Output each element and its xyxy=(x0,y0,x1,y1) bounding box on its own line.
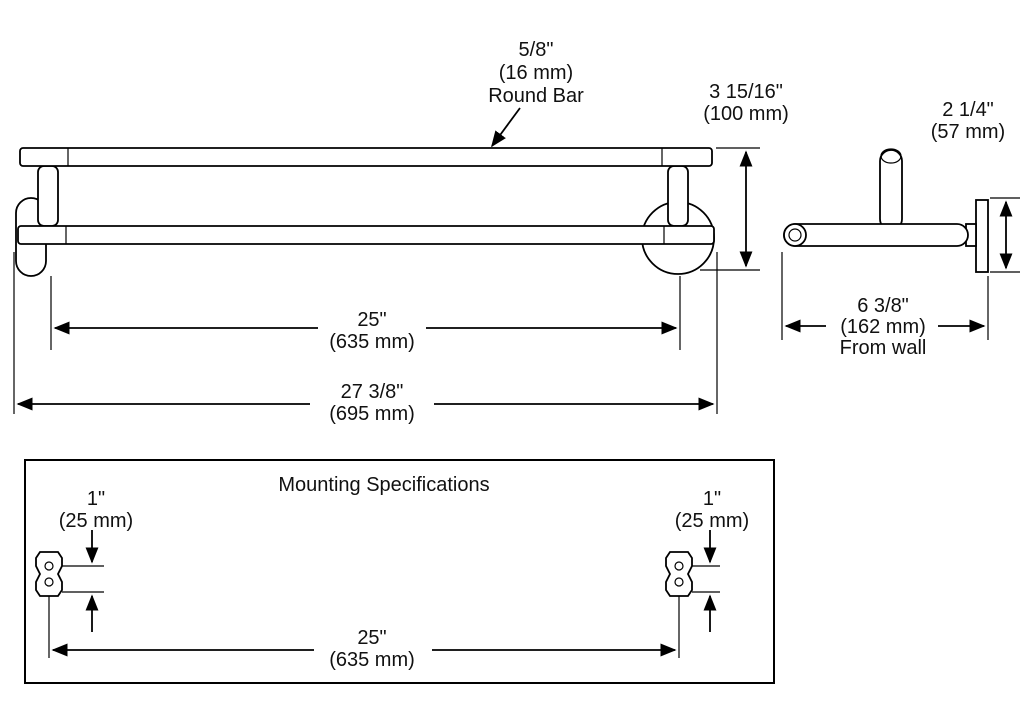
left-mounting-bracket xyxy=(35,530,104,658)
left-spacing-in: 1" xyxy=(87,488,105,510)
height-mm: (100 mm) xyxy=(703,103,789,125)
mounting-center-mm: (635 mm) xyxy=(329,649,415,671)
projection-dimension xyxy=(781,252,989,360)
center-mm: (635 mm) xyxy=(329,331,415,353)
left-spacing-mm: (25 mm) xyxy=(59,510,133,532)
front-view xyxy=(15,107,715,277)
side-view xyxy=(783,148,989,273)
right-spacing-in: 1" xyxy=(703,488,721,510)
center-in: 25" xyxy=(357,309,386,331)
mounting-title: Mounting Specifications xyxy=(278,474,489,496)
depth-dimension xyxy=(990,197,1020,273)
overall-in: 27 3/8" xyxy=(341,381,404,403)
projection-text: From wall xyxy=(840,337,927,359)
wall-plate xyxy=(975,199,989,273)
mounting-center-dimension xyxy=(51,628,677,672)
depth-mm: (57 mm) xyxy=(931,121,1005,143)
overall-dimension xyxy=(13,252,718,426)
depth-frac: 2 1/4" xyxy=(942,99,994,121)
right-mounting-bracket xyxy=(665,530,720,658)
height-dimension xyxy=(700,147,760,271)
left-arm xyxy=(37,165,59,227)
right-arm xyxy=(667,165,689,227)
center-dimension xyxy=(50,276,681,352)
height-frac: 3 15/16" xyxy=(709,81,783,103)
right-spacing-mm: (25 mm) xyxy=(675,510,749,532)
bottom-bar xyxy=(17,225,715,245)
round-bar-frac: 5/8" xyxy=(519,39,554,61)
round-bar-mm: (16 mm) xyxy=(499,62,573,84)
projection-mm: (162 mm) xyxy=(840,316,926,338)
round-bar-text: Round Bar xyxy=(488,85,584,107)
top-bar xyxy=(19,147,713,167)
mounting-center-in: 25" xyxy=(357,627,386,649)
projection-in: 6 3/8" xyxy=(857,295,909,317)
side-post xyxy=(879,149,903,231)
side-arm xyxy=(783,223,969,247)
mounting-spec-box xyxy=(24,459,775,684)
overall-mm: (695 mm) xyxy=(329,403,415,425)
